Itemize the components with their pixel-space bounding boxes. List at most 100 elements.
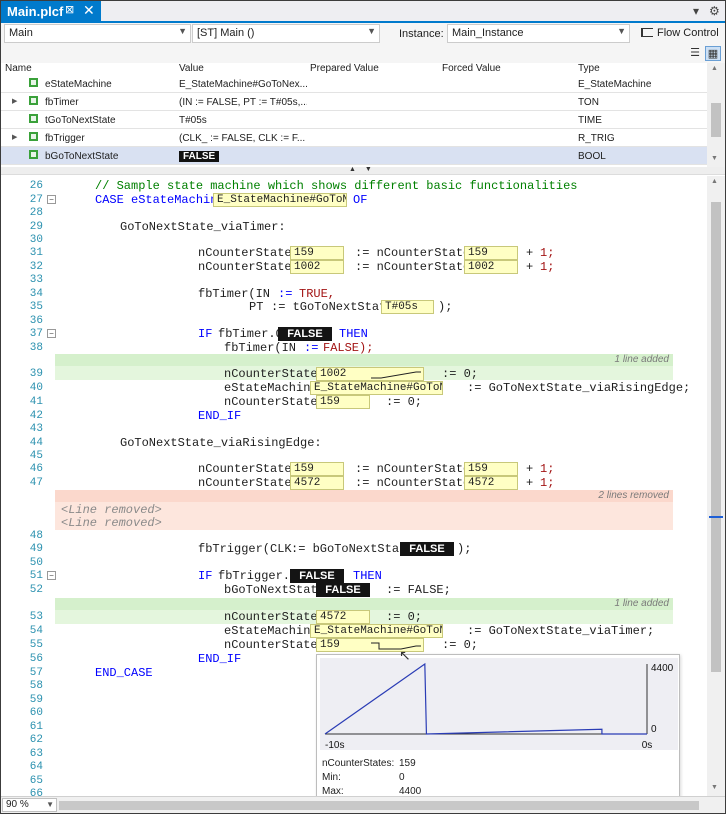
code-line: − CASE eStateMachine E_StateMachine#GoTo… — [1, 193, 707, 207]
monitor-value[interactable]: 159 — [290, 462, 344, 476]
grid-scrollbar[interactable]: ▲ ▼ — [707, 63, 725, 167]
column-forced-value[interactable]: Forced Value — [442, 63, 501, 74]
monitor-value[interactable]: 4572 — [290, 476, 344, 490]
code-text: := 0; — [442, 367, 479, 381]
monitor-value[interactable]: 1002 — [290, 260, 344, 274]
code-literal: TRUE, — [299, 287, 336, 301]
dropdown-icon[interactable]: ▾ — [693, 4, 700, 18]
monitor-value[interactable]: 1002 — [316, 367, 424, 381]
column-value[interactable]: Value — [179, 63, 204, 74]
row-name: eStateMachine — [45, 79, 112, 90]
monitor-value[interactable]: 159 — [290, 246, 344, 260]
code-text: := nCounterStates — [355, 462, 478, 476]
scroll-thumb[interactable] — [711, 103, 721, 137]
scroll-thumb[interactable] — [711, 202, 721, 672]
gear-icon[interactable]: ⚙ — [709, 4, 720, 18]
fold-toggle-icon[interactable]: − — [47, 329, 56, 338]
monitor-value[interactable]: 4572 — [464, 476, 518, 490]
scroll-down-icon[interactable]: ▼ — [711, 155, 718, 162]
scroll-up-icon[interactable]: ▲ — [711, 65, 718, 72]
scroll-thumb[interactable] — [59, 801, 699, 810]
monitor-value[interactable]: FALSE — [290, 569, 344, 583]
column-prepared-value[interactable]: Prepared Value — [310, 63, 379, 74]
code-text: PT — [249, 300, 264, 314]
code-line: // Sample state machine which shows diff… — [1, 179, 707, 193]
row-name: fbTrigger — [45, 133, 85, 144]
expand-arrow-icon[interactable]: ▶ — [12, 134, 18, 141]
grid-view-icon[interactable]: ▦ — [705, 46, 721, 61]
code-text: fbTrigger(CLK — [198, 542, 292, 556]
close-icon[interactable]: ✕ — [83, 2, 95, 18]
monitor-value[interactable]: FALSE — [316, 583, 370, 597]
table-row[interactable]: tGoToNextState T#05s TIME — [1, 111, 707, 129]
row-value: (CLK_ := FALSE, CLK := F... — [179, 133, 306, 144]
splitter[interactable]: ▲▼ — [1, 166, 725, 175]
zoom-dropdown[interactable]: 90 % ▼ — [2, 798, 57, 812]
line-number: 53 — [29, 611, 43, 623]
monitor-value[interactable]: 4572 — [316, 610, 370, 624]
scroll-up-icon[interactable]: ▲ — [711, 178, 718, 185]
instance-dropdown[interactable]: Main_Instance ▼ — [447, 24, 630, 43]
code-text: := 0; — [386, 610, 423, 624]
series-line-ncounterstates — [324, 662, 647, 735]
line-number: 56 — [29, 653, 43, 665]
code-line: GoToNextState_viaTimer: — [1, 220, 707, 234]
tab-strip: Main.plcf ⊠ ✕ ▾ ⚙ — [1, 1, 725, 23]
scroll-down-icon[interactable]: ▼ — [711, 784, 718, 791]
tooltip-min-label: Min: — [322, 772, 341, 783]
monitor-value[interactable]: 159 — [464, 462, 518, 476]
scope-dropdown[interactable]: Main ▼ — [4, 24, 191, 43]
monitor-value[interactable]: FALSE — [278, 327, 332, 341]
horizontal-scrollbar[interactable] — [59, 800, 704, 811]
table-row[interactable]: ▶ fbTrigger (CLK_ := FALSE, CLK := F... … — [1, 129, 707, 147]
column-name[interactable]: Name — [5, 63, 32, 74]
monitor-value[interactable]: 159 — [464, 246, 518, 260]
monitor-value[interactable]: 159 — [316, 638, 424, 652]
editor-scrollbar[interactable]: ▲ ▼ — [707, 176, 725, 796]
list-view-icon[interactable]: ☰ — [690, 47, 700, 59]
row-value: (IN := FALSE, PT := T#05s,... — [179, 97, 307, 108]
method-dropdown[interactable]: [ST] Main () ▼ — [192, 24, 380, 43]
monitor-value[interactable]: 1002 — [464, 260, 518, 274]
monitor-value[interactable]: FALSE — [400, 542, 454, 556]
line-number: 26 — [29, 180, 43, 192]
code-line: PT := tGoToNextState T#05s ); — [1, 300, 707, 314]
table-row[interactable]: ▶ fbTimer (IN := FALSE, PT := T#05s,... … — [1, 93, 707, 111]
table-row[interactable]: bGoToNextState FALSE BOOL — [1, 147, 707, 165]
code-line: nCounterStates 159 := nCounterStates 159… — [1, 462, 707, 476]
diff-removed-lines — [55, 502, 673, 530]
pin-icon[interactable]: ⊠ — [65, 4, 75, 16]
tab-main-plcf[interactable]: Main.plcf ⊠ ✕ — [1, 1, 101, 23]
table-row[interactable]: eStateMachine E_StateMachine#GoToNex... … — [1, 75, 707, 93]
monitor-text: 1002 — [320, 368, 347, 380]
expand-arrow-icon[interactable]: ▶ — [12, 98, 18, 105]
tooltip-max-label: Max: — [322, 786, 344, 797]
line-number: 31 — [29, 247, 43, 259]
monitor-value[interactable]: E_StateMachine#GoToNe... — [310, 624, 443, 638]
code-line: END_CASE — [1, 666, 707, 680]
splitter-arrows-icon[interactable]: ▲▼ — [349, 166, 381, 173]
diff-added-band: 1 line added — [55, 598, 673, 610]
line-number: 52 — [29, 584, 43, 596]
column-type[interactable]: Type — [578, 63, 600, 74]
line-number: 50 — [29, 557, 43, 569]
fold-toggle-icon[interactable]: − — [47, 571, 56, 580]
monitor-value[interactable]: 159 — [316, 395, 370, 409]
zoom-value: 90 % — [6, 799, 29, 810]
code-text: ); — [438, 300, 453, 314]
code-line: fbTrigger(CLK := bGoToNextState FALSE ); — [1, 542, 707, 556]
fold-toggle-icon[interactable]: − — [47, 195, 56, 204]
code-line: GoToNextState_viaRisingEdge: — [1, 436, 707, 450]
flow-control-button[interactable]: Flow Control — [641, 27, 719, 39]
monitor-value[interactable]: E_StateMachine#GoToNe... — [310, 381, 443, 395]
line-number: 28 — [29, 207, 43, 219]
instance-label: Instance: — [399, 28, 444, 40]
code-text: fbTrigger.Q — [218, 569, 298, 583]
monitor-value[interactable]: E_StateMachine#GoToNe... — [213, 193, 347, 207]
tooltip-var-value: 159 — [399, 758, 416, 769]
variable-icon — [29, 114, 38, 123]
monitor-value[interactable]: T#05s — [381, 300, 434, 314]
code-text: := bGoToNextState — [291, 542, 414, 556]
